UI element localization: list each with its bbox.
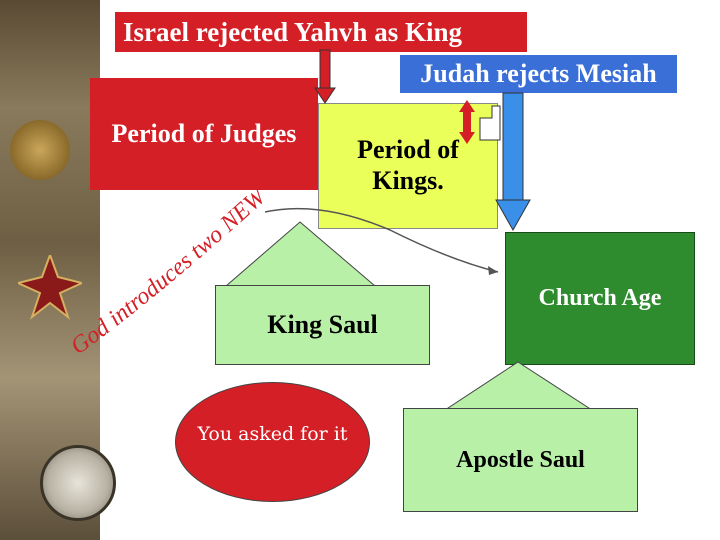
kings-label-line1: Period of — [357, 135, 459, 164]
small-red-arrow-down — [459, 132, 475, 144]
church-age-label: Church Age — [538, 285, 662, 311]
king-saul-arrow — [224, 221, 377, 291]
bent-arrow — [479, 105, 501, 141]
small-red-arrow-shaft — [463, 110, 471, 134]
king-saul-box: King Saul — [215, 285, 430, 365]
kings-label-line2: Kings. — [372, 166, 444, 195]
new-age-curve — [264, 207, 499, 273]
new-age-curve-head — [488, 266, 498, 275]
title-banner: Israel rejected Yahvh as King — [115, 12, 527, 52]
judah-banner: Judah rejects Mesiah — [400, 55, 677, 93]
asked-for-it-oval: You asked for it — [175, 382, 370, 502]
king-saul-label: King Saul — [267, 310, 378, 339]
kings-box: Period of Kings. — [318, 103, 498, 229]
judges-label: Period of Judges — [111, 119, 297, 148]
cross-image — [18, 255, 82, 320]
small-red-arrow-up — [459, 100, 475, 112]
medal-image — [10, 120, 70, 180]
compass-image — [40, 445, 116, 521]
title-arrow-head — [314, 87, 336, 104]
judges-box: Period of Judges — [90, 78, 318, 190]
church-age-box: Church Age — [505, 232, 695, 365]
judah-arrow-shaft — [502, 92, 524, 204]
judah-arrow-head — [495, 199, 531, 232]
apostle-saul-label: Apostle Saul — [456, 446, 585, 473]
background-decoration — [0, 0, 116, 540]
title-arrow-shaft — [319, 49, 331, 91]
asked-for-it-label: You asked for it — [197, 423, 348, 445]
apostle-saul-box: Apostle Saul — [403, 408, 638, 512]
